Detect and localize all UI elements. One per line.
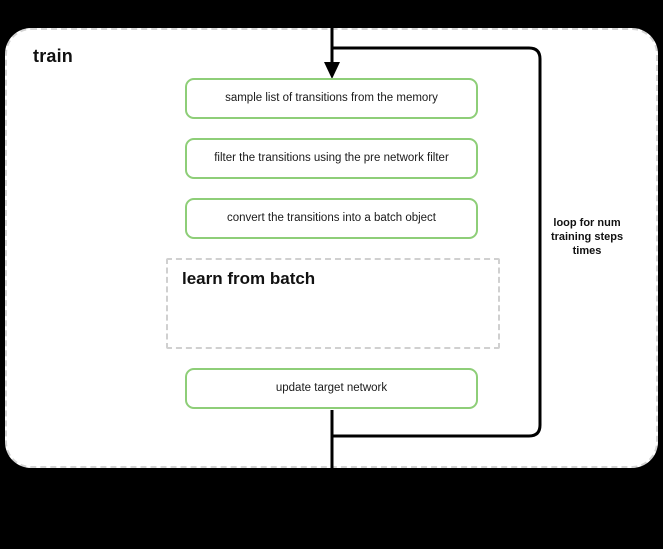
step-label: convert the transitions into a batch obj… [226, 211, 437, 224]
loop-annotation-label: loop for num training steps times [550, 217, 624, 258]
step-label: sample list of transitions from the memo… [225, 91, 438, 104]
learn-from-batch-title: learn from batch [182, 269, 316, 288]
step-label: filter the transitions using the pre net… [214, 151, 449, 164]
step-box-filter-transitions[interactable]: filter the transitions using the pre net… [185, 138, 478, 179]
step-box-sample-transitions[interactable]: sample list of transitions from the memo… [185, 78, 478, 119]
step-label: update target network [275, 381, 388, 394]
page-title: train [33, 46, 74, 66]
step-box-update-target-network[interactable]: update target network [185, 368, 478, 409]
learn-from-batch-block[interactable]: learn from batch [166, 258, 500, 349]
step-box-convert-batch[interactable]: convert the transitions into a batch obj… [185, 198, 478, 239]
